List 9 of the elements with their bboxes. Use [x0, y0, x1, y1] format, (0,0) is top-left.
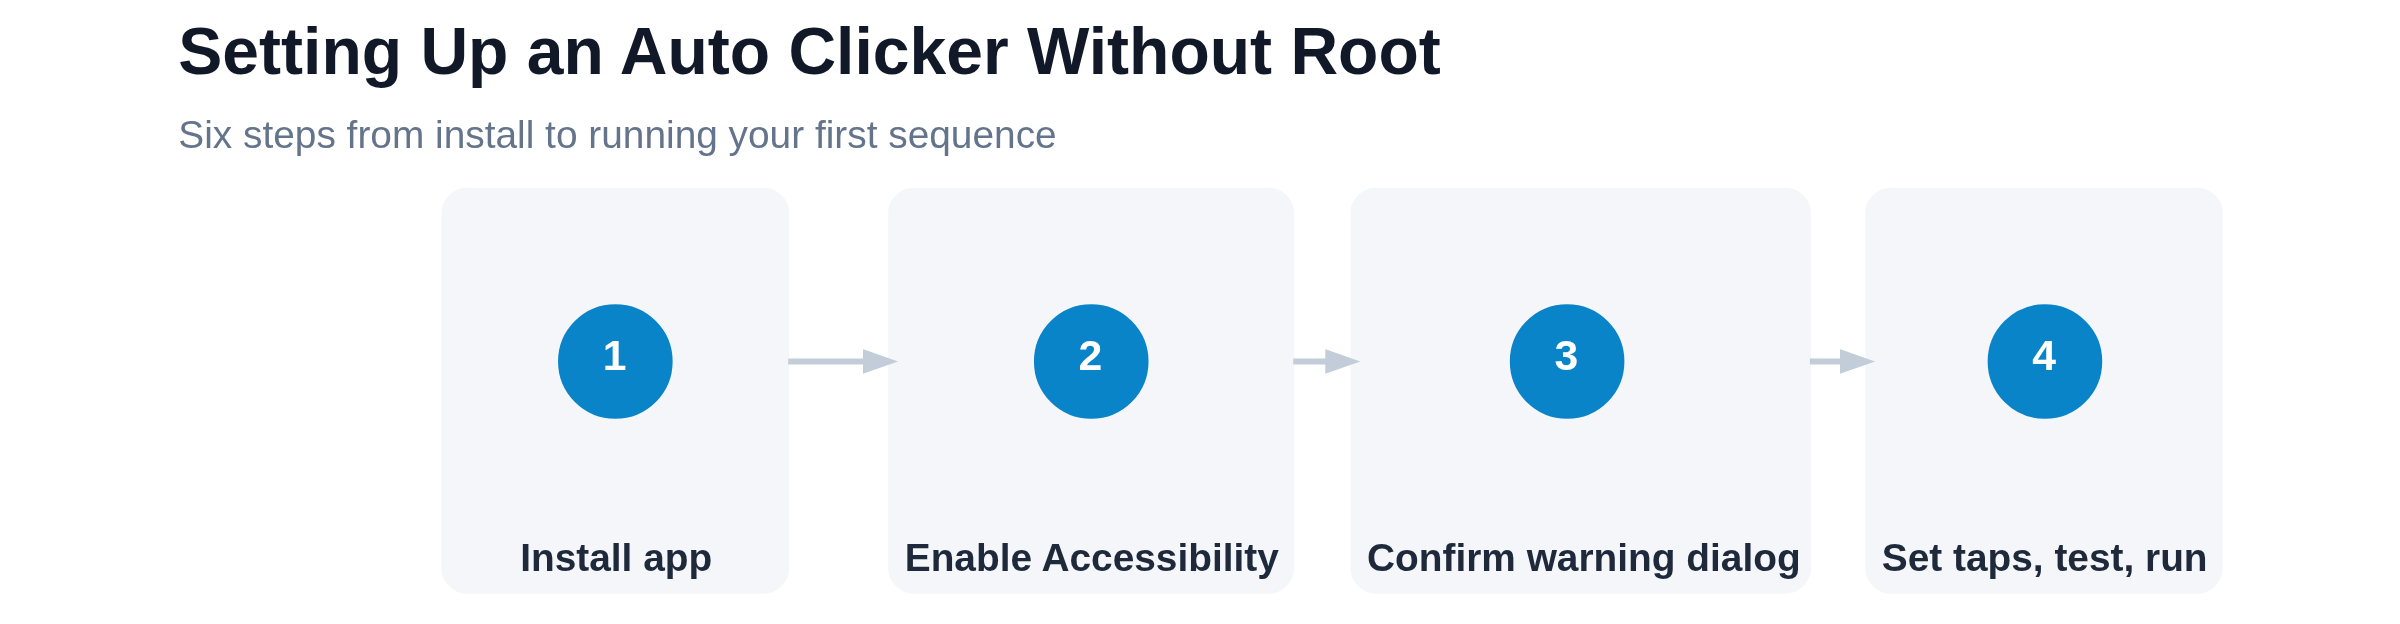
node-circle: 3	[1509, 304, 1625, 419]
arrow	[788, 349, 899, 374]
diagram-title: Setting Up an Auto Clicker Without Root	[178, 14, 1441, 89]
arrow	[1293, 349, 1361, 374]
node-circle: 1	[558, 304, 673, 419]
label: Six steps from install to running your first sequence	[178, 112, 1057, 156]
node-circle: 2	[1033, 304, 1149, 419]
node-circle: 4	[1987, 304, 2103, 419]
arrow	[1809, 349, 1876, 374]
